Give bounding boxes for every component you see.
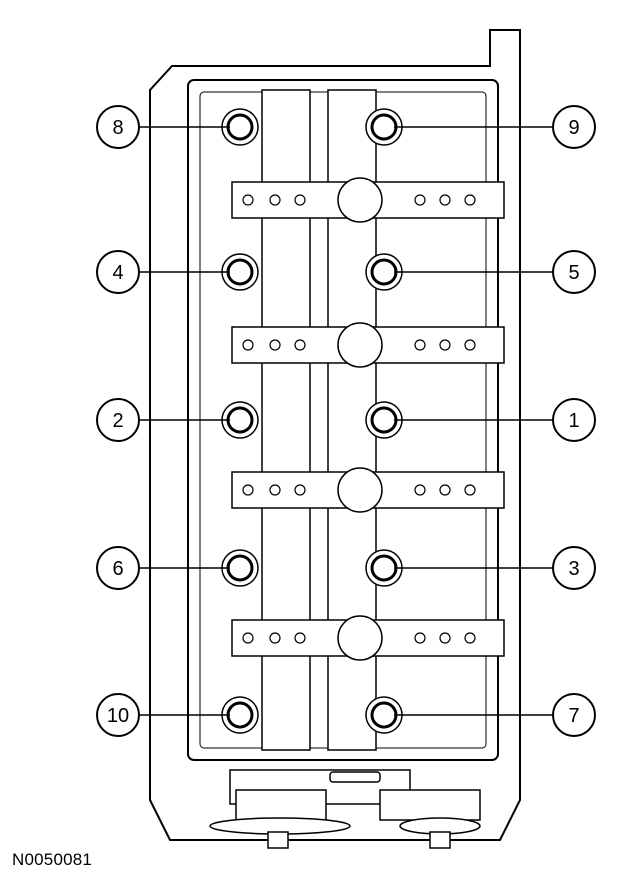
callout-label: 3 [568, 558, 579, 580]
callout-2: 2 [96, 398, 230, 442]
callout-5: 5 [394, 250, 596, 294]
callout-circle [96, 546, 140, 590]
callout-1: 1 [394, 398, 596, 442]
callout-label: 8 [112, 117, 123, 139]
head-bolt [365, 108, 403, 146]
head-bolt [221, 549, 259, 587]
callout-9: 9 [394, 105, 596, 149]
callout-circle [552, 693, 596, 737]
callout-label: 5 [568, 262, 579, 284]
callout-label: 6 [112, 558, 123, 580]
head-bolt [221, 108, 259, 146]
callout-7: 7 [394, 693, 596, 737]
bearing-cap [231, 615, 505, 661]
bearing-cap [231, 322, 505, 368]
callout-circle [96, 693, 140, 737]
callout-6: 6 [96, 546, 230, 590]
callout-circle [552, 250, 596, 294]
callout-label: 2 [112, 410, 123, 432]
head-bolt [221, 696, 259, 734]
cam-sprockets [209, 769, 481, 849]
bearing-cap [231, 177, 505, 223]
callout-10: 10 [96, 693, 230, 737]
bearing-cap [231, 467, 505, 513]
callout-label: 7 [568, 705, 579, 727]
head-bolt [365, 401, 403, 439]
callout-circle [552, 546, 596, 590]
callout-label: 9 [568, 117, 579, 139]
head-bolt [221, 253, 259, 291]
callout-4: 4 [96, 250, 230, 294]
callout-3: 3 [394, 546, 596, 590]
bearing-caps [231, 177, 505, 661]
callout-circle [96, 105, 140, 149]
figure-id: N0050081 [12, 850, 93, 869]
callout-label: 4 [112, 262, 123, 284]
callout-8: 8 [96, 105, 230, 149]
callout-circle [552, 398, 596, 442]
callout-circle [96, 250, 140, 294]
callout-circle [96, 398, 140, 442]
callout-label: 10 [107, 705, 129, 727]
callouts: 8 9 4 5 2 1 6 3 10 7 [96, 105, 596, 737]
callout-label: 1 [568, 410, 579, 432]
callout-circle [552, 105, 596, 149]
